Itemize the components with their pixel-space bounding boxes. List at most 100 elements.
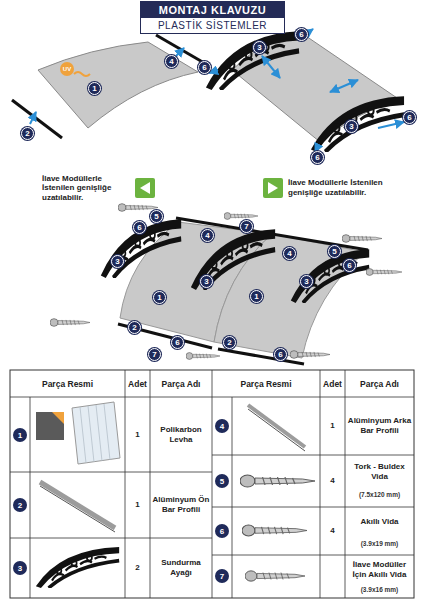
callout-number: 2 <box>223 336 236 349</box>
sheet-sample <box>72 402 120 464</box>
callout-number: 2 <box>21 127 34 140</box>
uv-wave <box>74 72 90 76</box>
blue-arrow <box>209 70 218 73</box>
callout-number: 1 <box>250 290 263 303</box>
part-name: Polikarbon Levha <box>150 397 212 472</box>
callout-number: 6 <box>403 111 416 124</box>
uv-badge: UV <box>60 62 74 76</box>
sheet-flutes <box>80 404 110 463</box>
screw <box>366 269 402 276</box>
canopy-leg <box>101 219 181 278</box>
row-number: 2 <box>13 498 27 512</box>
callout-number: 6 <box>295 28 308 41</box>
table-grid <box>10 370 414 598</box>
arrow-right <box>268 182 278 194</box>
callout-number: 3 <box>345 120 358 133</box>
uv-corner <box>52 412 64 424</box>
quantity-cell: 2 <box>125 538 150 598</box>
callout-number: 4 <box>165 55 178 68</box>
callout-number: 7 <box>240 220 253 233</box>
quantity-cell: 4 <box>320 455 345 507</box>
row-number: 6 <box>215 524 229 538</box>
table-header: Adet <box>320 370 345 397</box>
blue-arrow <box>330 80 358 92</box>
part-name: Alüminyum Ön Bar Profili <box>150 472 212 538</box>
quantity-cell: 1 <box>125 397 150 472</box>
bar-edge <box>40 486 115 532</box>
row-number: 7 <box>215 569 229 583</box>
canopy-leg <box>291 249 369 303</box>
part-size: (7.5x120 mm) <box>345 486 414 502</box>
callout-number: 1 <box>153 291 166 304</box>
polycarbonate-sheet <box>38 42 198 128</box>
canopy-leg <box>311 96 404 152</box>
assembled-view <box>50 204 402 364</box>
exploded-leg-view <box>206 29 404 152</box>
row-number: 4 <box>215 419 229 433</box>
leg-sample <box>36 547 119 588</box>
row-number: 1 <box>13 428 27 442</box>
part-name: İlave Modüller İçin Akıllı Vida <box>345 556 414 584</box>
callout-number: 4 <box>283 247 296 260</box>
screw <box>186 353 220 360</box>
callout-number: 7 <box>148 348 161 361</box>
canopy-leg <box>206 31 299 90</box>
callout-number: 6 <box>171 336 184 349</box>
subtitle-box: PLASTİK SİSTEMLER <box>140 17 285 34</box>
green-arrow-box <box>135 178 155 198</box>
bar-edge <box>248 409 305 451</box>
subtitle-text: PLASTİK SİSTEMLER <box>158 20 267 31</box>
extension-note: İlave Modüllerle İstenilen genişliğe uza… <box>288 170 383 206</box>
table-header: Parça Resmi <box>212 370 320 397</box>
part-size: (3.9x19 mm) <box>345 535 414 551</box>
rear-bar <box>156 35 206 64</box>
callout-number: 6 <box>343 259 356 272</box>
part-name: Alüminyum Arka Bar Profili <box>345 397 414 455</box>
callout-number: 3 <box>111 255 124 268</box>
table-header: Adet <box>125 370 150 397</box>
screw <box>290 351 330 359</box>
part-name: Sundurma Ayağı <box>150 538 212 598</box>
extension-note: İlave Modüllerle İstenilen genişliğe uza… <box>42 170 132 206</box>
callout-number: 3 <box>253 41 266 54</box>
row-number: 5 <box>215 474 229 488</box>
screw <box>342 235 382 243</box>
callout-number: 5 <box>150 210 163 223</box>
part-name: Akıllı Vida <box>345 509 414 535</box>
part-name: Tork - Buldex Vida <box>345 458 414 486</box>
quantity-cell: 1 <box>125 472 150 538</box>
canopy-leg <box>191 229 275 290</box>
arrow-left <box>140 182 150 194</box>
blue-arrow <box>30 112 36 124</box>
callout-number: 6 <box>133 221 146 234</box>
callout-number: 6 <box>274 348 287 361</box>
polycarbonate-sheet <box>232 32 400 142</box>
exploded-sheet-view <box>12 35 206 138</box>
table-frame <box>10 370 414 598</box>
callout-number: 1 <box>88 82 101 95</box>
front-bar <box>12 100 62 138</box>
green-arrow-box <box>263 178 283 198</box>
callout-number: 2 <box>128 321 141 334</box>
part-size: (3.9x16 mm) <box>345 583 414 596</box>
table-header: Parça Adı <box>150 370 212 397</box>
bar-sample <box>40 482 115 528</box>
screw <box>224 213 258 220</box>
screw-sample <box>245 571 305 581</box>
screw <box>50 319 90 327</box>
bar-sample <box>248 405 305 447</box>
table-header: Parça Adı <box>345 370 414 397</box>
parts-table <box>10 370 414 598</box>
blue-arrow <box>262 56 280 78</box>
title-banner: MONTAJ KLAVUZU <box>140 1 285 18</box>
callout-number: 3 <box>200 275 213 288</box>
sheet-sample <box>36 412 64 440</box>
callout-number: 3 <box>300 275 313 288</box>
callout-number: 4 <box>201 229 214 242</box>
extension-arrows <box>135 178 283 198</box>
blue-arrow <box>176 48 184 56</box>
table-header: Parça Resmi <box>10 370 125 397</box>
row-number: 3 <box>13 561 27 575</box>
